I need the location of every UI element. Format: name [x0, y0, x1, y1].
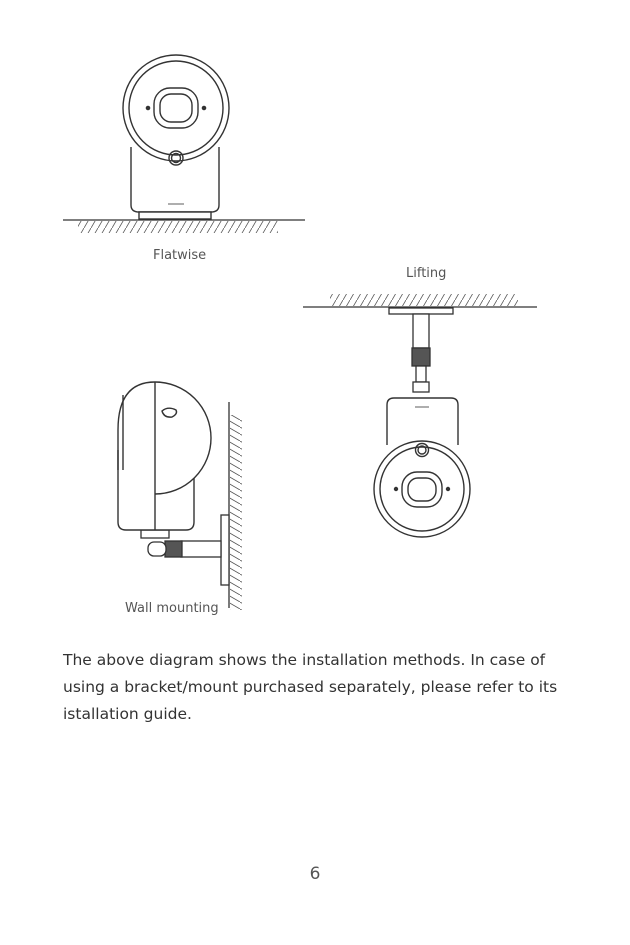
- camera-lifting: [373, 397, 471, 538]
- installation-note: The above diagram shows the installation…: [63, 651, 558, 723]
- camera-wall: [117, 381, 212, 531]
- wall-mount: [140, 514, 230, 586]
- camera-flat-lens: [153, 87, 199, 129]
- floor-surface: [63, 219, 305, 233]
- ceiling-surface: [303, 294, 537, 308]
- label-wall-mounting: Wall mounting: [125, 601, 219, 616]
- label-flatwise: Flatwise: [153, 248, 207, 263]
- wall-surface: [228, 402, 242, 610]
- camera-flat-button: [168, 150, 184, 166]
- label-lifting: Lifting: [406, 266, 447, 281]
- ceiling-mount: [388, 307, 454, 393]
- camera-flatwise: [122, 54, 230, 220]
- camera-wall-lens: [161, 407, 178, 418]
- camera-lift-button: [414, 442, 430, 458]
- installation-diagram: [63, 54, 537, 610]
- camera-flat-head: [122, 54, 230, 162]
- page-number: 6: [309, 864, 321, 884]
- camera-lift-lens: [401, 471, 443, 508]
